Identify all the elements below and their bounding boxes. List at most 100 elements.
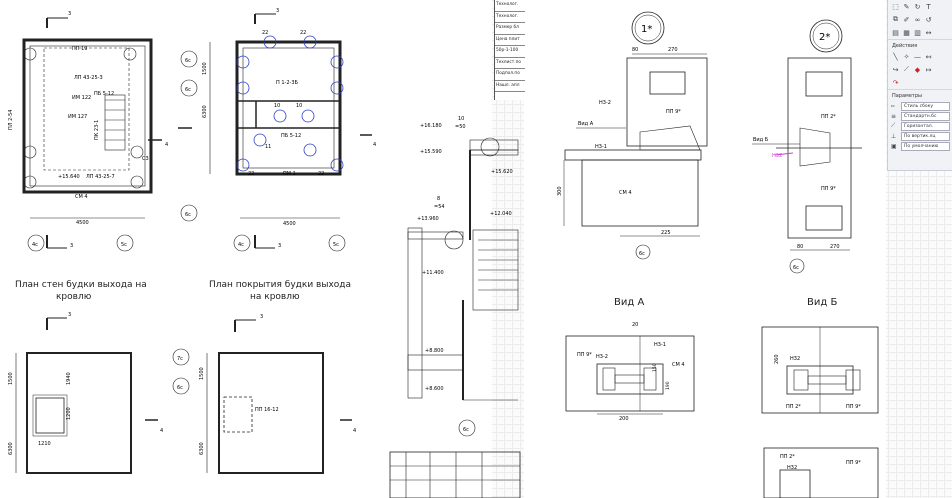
- svg-text:225: 225: [661, 230, 671, 236]
- walls-plan[interactable]: 3 ПП 19 ЛП 43-25-3 ИМ 122 ИМ 127 ПБ 5-12…: [8, 11, 168, 252]
- svg-text:ПБ 5-12: ПБ 5-12: [281, 133, 301, 139]
- spec-list-item[interactable]: Размер бл: [495, 23, 525, 35]
- svg-text:3: 3: [276, 8, 279, 14]
- dimension-icon[interactable]: ↔: [925, 28, 932, 37]
- svg-text:80: 80: [632, 47, 638, 53]
- svg-text:6с: 6с: [185, 87, 191, 93]
- roof-plan-caption-line2: на кровлю: [250, 292, 300, 302]
- param-row: ≡ Стандартн.бс: [891, 111, 950, 121]
- svg-text:+15.640: +15.640: [58, 174, 80, 180]
- param-row: ⊥ По вертик.лц: [891, 131, 950, 141]
- svg-text:11: 11: [265, 144, 271, 150]
- copy-icon[interactable]: ⧉: [893, 15, 898, 23]
- svg-text:260: 260: [774, 354, 780, 364]
- svg-text:1200: 1200: [66, 407, 72, 420]
- svg-text:1210: 1210: [38, 441, 51, 447]
- roof-plan[interactable]: 3 22 22 П 1-2-3Б ПБ 5-12 ПМ 1 10 10 11 2…: [178, 8, 376, 252]
- spec-list[interactable]: Технолог. Технолог. Размер бл Цена плит …: [494, 0, 525, 100]
- svg-text:Н32: Н32: [772, 153, 782, 159]
- redo-icon[interactable]: ↷: [892, 78, 899, 87]
- detail-sheet[interactable]: 1* 2* ПП 9* 80 270 СМ 4 Н3-2 Н3-1 Вид А …: [557, 11, 879, 498]
- pencil-icon[interactable]: ✎: [903, 2, 910, 11]
- svg-text:ПП 2*: ПП 2*: [780, 454, 795, 460]
- svg-text:6с: 6с: [463, 427, 469, 433]
- svg-text:Н3-1: Н3-1: [595, 144, 607, 150]
- svg-text:+15.590: +15.590: [420, 149, 442, 155]
- svg-text:1940: 1940: [66, 372, 72, 385]
- diagonal-icon[interactable]: ⟋: [904, 65, 909, 73]
- svg-text:Н3-2: Н3-2: [596, 354, 608, 360]
- node-2-marker: [809, 19, 843, 53]
- svg-text:СМ 4: СМ 4: [619, 190, 632, 196]
- svg-text:22: 22: [262, 30, 268, 36]
- param-row: ▣ По умолчанию: [891, 141, 950, 151]
- color-icon: ▣: [891, 142, 897, 150]
- svg-text:ИМ 127: ИМ 127: [68, 114, 87, 120]
- svg-text:ПП 19: ПП 19: [72, 46, 87, 52]
- svg-text:5с: 5с: [333, 242, 339, 248]
- svg-text:6с: 6с: [793, 265, 799, 271]
- svg-text:СМ 4: СМ 4: [672, 362, 685, 368]
- svg-text:1500: 1500: [202, 62, 208, 75]
- move-icon[interactable]: ↤: [925, 52, 932, 61]
- spec-list-item[interactable]: 50р-1-100: [495, 46, 525, 58]
- lower-right-plan[interactable]: 3 ПП 16-12 7с 6с 1500 6300 4: [172, 314, 356, 474]
- minus-icon[interactable]: —: [914, 52, 921, 61]
- paint-icon[interactable]: ✐: [903, 15, 910, 24]
- spec-list-item[interactable]: Технолог.: [495, 0, 525, 12]
- svg-text:+12.040: +12.040: [490, 211, 512, 217]
- svg-text:10: 10: [296, 103, 302, 109]
- curve-icon[interactable]: ↪: [892, 65, 899, 74]
- svg-text:ПП 16-12: ПП 16-12: [255, 407, 279, 413]
- section-mark: 3: [68, 11, 71, 17]
- svg-text:22: 22: [300, 30, 306, 36]
- svg-text:П 1-2-3Б: П 1-2-3Б: [276, 80, 299, 86]
- rotate-icon[interactable]: ↻: [914, 2, 921, 11]
- grid-icon[interactable]: ▦: [903, 28, 910, 37]
- toolbar-row: ▤ ▦ ▥ ↔: [888, 26, 952, 39]
- section-view[interactable]: +16.180 +15.590 +15.620 +13.960 +12.040 …: [389, 116, 521, 498]
- vertical-icon: ⊥: [891, 132, 897, 140]
- svg-text:3: 3: [260, 314, 263, 320]
- spec-list-item[interactable]: Подпол.по: [495, 69, 525, 81]
- view-b-title: Вид Б: [807, 297, 837, 308]
- param-row: ┅ Стиль сбоку: [891, 101, 950, 111]
- svg-text:270: 270: [668, 47, 678, 53]
- marker-icon[interactable]: ◆: [914, 65, 921, 74]
- svg-text:Н32: Н32: [787, 465, 797, 471]
- svg-text:Н3-2: Н3-2: [599, 100, 611, 106]
- svg-text:6300: 6300: [202, 105, 208, 118]
- param-row: ⟋ Горизонтал.: [891, 121, 950, 131]
- lower-left-plan[interactable]: 3 1500 6300 1940 1200 1210 4: [8, 312, 163, 474]
- line-icon[interactable]: ╲: [893, 52, 898, 61]
- svg-text:22: 22: [248, 171, 254, 177]
- wall-outline: [22, 38, 153, 194]
- orientation-select[interactable]: Горизонтал.: [901, 121, 950, 131]
- line-weight-icon: ≡: [891, 112, 897, 120]
- select-icon[interactable]: ⬚: [892, 2, 899, 11]
- undo-icon[interactable]: ↺: [925, 15, 932, 24]
- arrow-icon[interactable]: ↦: [925, 65, 932, 74]
- spec-list-item[interactable]: Нашл. апл: [495, 81, 525, 92]
- selection-marker[interactable]: [774, 152, 794, 156]
- text-icon[interactable]: T: [926, 2, 931, 11]
- snap-icon[interactable]: ✧: [903, 52, 910, 61]
- layers-icon[interactable]: ▤: [892, 28, 899, 37]
- spec-list-item[interactable]: Технолог.: [495, 12, 525, 23]
- svg-text:22: 22: [318, 171, 324, 177]
- line-weight-select[interactable]: Стандартн.бс: [901, 111, 950, 121]
- table-icon[interactable]: ▥: [914, 28, 921, 37]
- color-select[interactable]: По умолчанию: [901, 141, 950, 151]
- svg-text:3: 3: [68, 312, 71, 318]
- line-style-select[interactable]: Стиль сбоку: [901, 101, 950, 111]
- svg-text:4: 4: [353, 428, 356, 434]
- svg-text:+8.600: +8.600: [425, 386, 444, 392]
- spec-list-item[interactable]: Цена плит: [495, 35, 525, 46]
- vertical-select[interactable]: По вертик.лц: [901, 131, 950, 141]
- spec-list-item[interactable]: Техлист.по: [495, 58, 525, 69]
- axis-label: 5с: [121, 242, 127, 248]
- svg-text:+15.620: +15.620: [491, 169, 513, 175]
- toolbar-row: ╲ ✧ — ↤: [888, 50, 952, 63]
- link-icon[interactable]: ∞: [914, 15, 921, 24]
